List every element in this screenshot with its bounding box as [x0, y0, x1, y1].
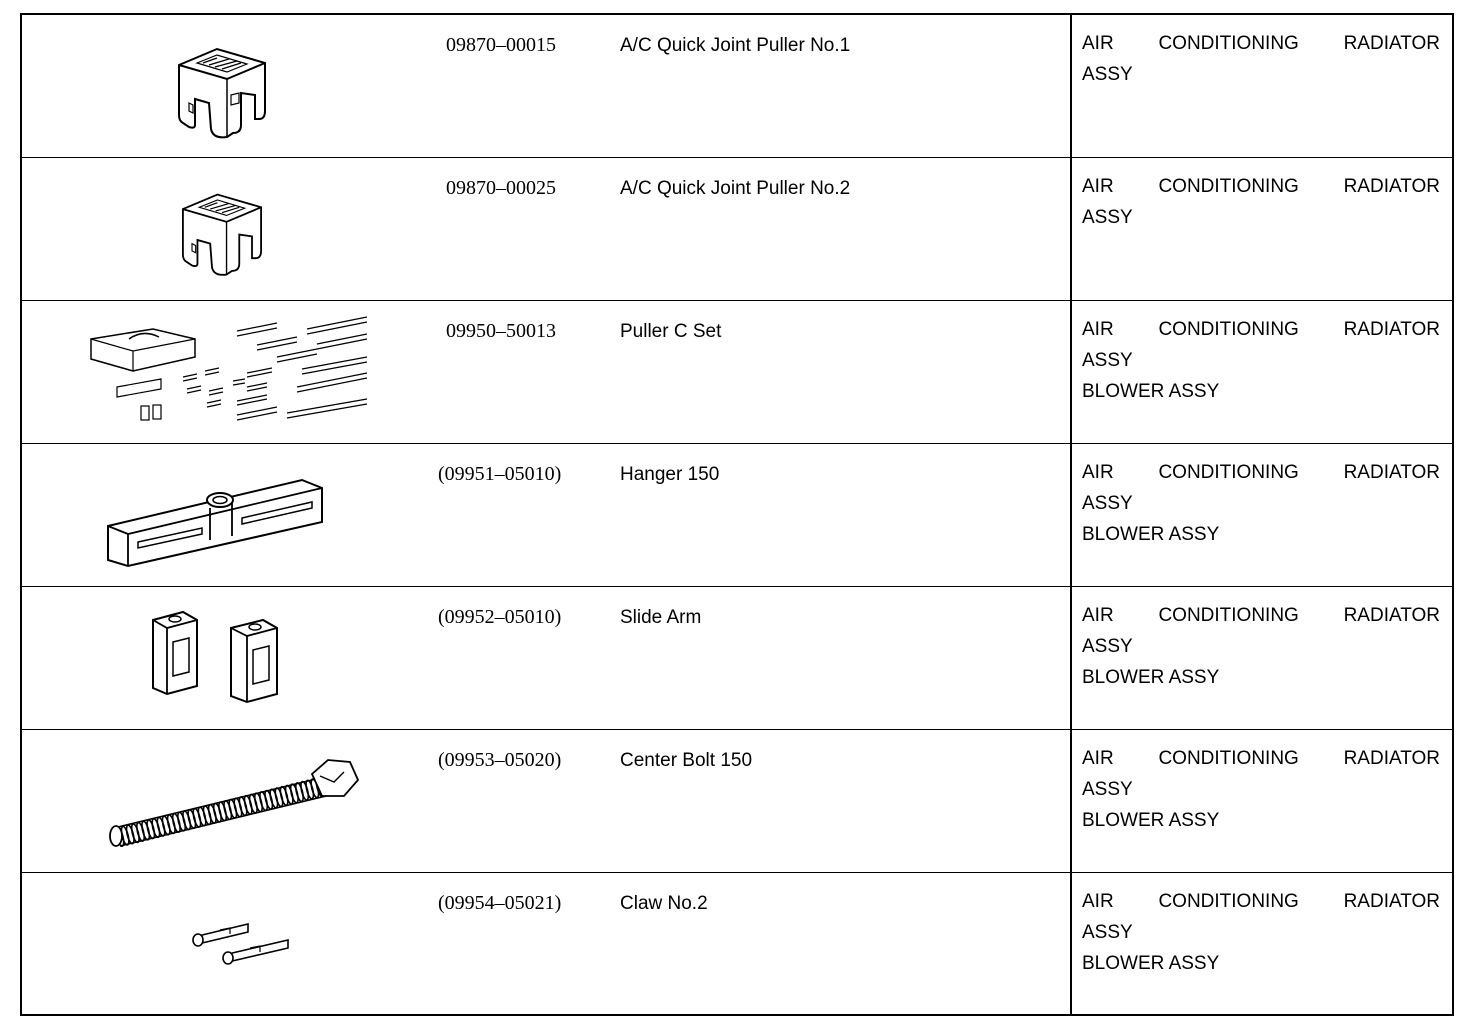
illustration-cell — [21, 585, 432, 730]
usage-word: RADIATOR — [1343, 33, 1440, 54]
puller-set-illustration — [90, 315, 368, 421]
claw-illustration — [192, 922, 289, 965]
tool-name: Claw No.2 — [620, 892, 708, 914]
table-row: 09950–50013 Puller C Set AIR CONDITIONING… — [21, 299, 1454, 444]
tool-name: Center Bolt 150 — [620, 749, 753, 771]
usage-word: ASSY — [1082, 349, 1133, 371]
tool-name-cell: Slide Arm — [620, 585, 1072, 730]
tool-name-cell: A/C Quick Joint Puller No.1 — [620, 13, 1072, 158]
tool-name-cell: Puller C Set — [620, 299, 1072, 444]
table-row: 09870–00015 A/C Quick Joint Puller No.1 … — [21, 13, 1454, 158]
illustration-cell — [21, 13, 432, 158]
usage-word: ASSY — [1082, 778, 1133, 800]
part-number-cell: (09951–05010) — [432, 442, 620, 587]
usage-extra: BLOWER ASSY — [1082, 380, 1220, 402]
usage-word: RADIATOR — [1343, 461, 1440, 483]
usage-word: RADIATOR — [1343, 175, 1440, 197]
part-number: (09951–05010) — [438, 462, 562, 485]
usage-word: RADIATOR — [1343, 747, 1440, 769]
tool-name: A/C Quick Joint Puller No.2 — [620, 177, 851, 199]
part-number: 09950–50013 — [446, 319, 556, 342]
usage-word: AIR — [1082, 461, 1114, 483]
table-row: (09952–05010) Slide Arm AIR CONDITIONING R… — [21, 585, 1454, 730]
usage-cell: AIR CONDITIONING RADIATOR ASSY BLOWER ASSY — [1070, 585, 1454, 730]
usage-word: ASSY — [1082, 64, 1133, 85]
usage-word: CONDITIONING — [1158, 33, 1299, 54]
usage-extra: BLOWER ASSY — [1082, 666, 1220, 688]
tool-name: Hanger 150 — [620, 463, 720, 485]
usage-extra: BLOWER ASSY — [1082, 523, 1220, 545]
tool-name: Slide Arm — [620, 606, 702, 628]
usage-cell: AIR CONDITIONING RADIATOR ASSY — [1070, 156, 1454, 301]
usage-word: AIR — [1082, 604, 1114, 626]
usage-word: AIR — [1082, 747, 1114, 769]
usage-word: AIR — [1082, 175, 1114, 197]
usage-word: ASSY — [1082, 921, 1133, 943]
part-number: 09870–00025 — [446, 176, 556, 199]
usage-word: RADIATOR — [1343, 318, 1440, 340]
usage-word: ASSY — [1082, 635, 1133, 657]
usage-word: RADIATOR — [1343, 890, 1440, 912]
usage-word: ASSY — [1082, 492, 1133, 514]
part-number: (09952–05010) — [438, 605, 562, 628]
illustration-cell — [21, 728, 432, 873]
slide-arm-illustration — [152, 610, 278, 703]
usage-word: CONDITIONING — [1158, 175, 1299, 197]
usage-word: AIR — [1082, 318, 1114, 340]
part-number-cell: 09870–00025 — [432, 156, 620, 301]
part-number-cell: 09950–50013 — [432, 299, 620, 444]
tool-name: Puller C Set — [620, 320, 722, 342]
quick-joint-puller-1-illustration — [178, 47, 266, 139]
usage-word: CONDITIONING — [1158, 604, 1299, 626]
usage-cell: AIR CONDITIONING RADIATOR ASSY BLOWER ASSY — [1070, 728, 1454, 873]
table-row: (09951–05010) Hanger 150 AIR CONDITIONING… — [21, 442, 1454, 587]
quick-joint-puller-2-illustration — [182, 193, 262, 276]
part-number-cell: (09953–05020) — [432, 728, 620, 873]
usage-extra: BLOWER ASSY — [1082, 952, 1220, 974]
usage-word: CONDITIONING — [1158, 461, 1299, 483]
tool-name-cell: Claw No.2 — [620, 871, 1072, 1016]
part-number: 09870–00015 — [446, 34, 556, 56]
part-number-cell: (09954–05021) — [432, 871, 620, 1016]
usage-word: CONDITIONING — [1158, 747, 1299, 769]
tool-name-cell: Hanger 150 — [620, 442, 1072, 587]
usage-extra: BLOWER ASSY — [1082, 809, 1220, 831]
illustration-cell — [21, 871, 432, 1016]
usage-cell: AIR CONDITIONING RADIATOR ASSY — [1070, 13, 1454, 158]
usage-cell: AIR CONDITIONING RADIATOR ASSY BLOWER ASSY — [1070, 299, 1454, 444]
usage-word: ASSY — [1082, 206, 1133, 228]
tool-name-cell: A/C Quick Joint Puller No.2 — [620, 156, 1072, 301]
usage-word: AIR — [1082, 33, 1114, 54]
illustration-cell — [21, 156, 432, 301]
part-number: (09954–05021) — [438, 891, 562, 914]
part-number-cell: 09870–00015 — [432, 13, 620, 158]
usage-word: RADIATOR — [1343, 604, 1440, 626]
usage-cell: AIR CONDITIONING RADIATOR ASSY BLOWER ASSY — [1070, 871, 1454, 1016]
special-tool-table: 09870–00015 A/C Quick Joint Puller No.1 … — [20, 13, 1454, 1016]
part-number-cell: (09952–05010) — [432, 585, 620, 730]
usage-word: CONDITIONING — [1158, 318, 1299, 340]
usage-word: CONDITIONING — [1158, 890, 1299, 912]
table-row: (09954–05021) Claw No.2 AIR CONDITIONING R… — [21, 871, 1454, 1016]
part-number: (09953–05020) — [438, 748, 562, 771]
usage-cell: AIR CONDITIONING RADIATOR ASSY BLOWER ASSY — [1070, 442, 1454, 587]
center-bolt-illustration — [109, 758, 360, 847]
usage-word: AIR — [1082, 890, 1114, 912]
tool-name-cell: Center Bolt 150 — [620, 728, 1072, 873]
tool-name: A/C Quick Joint Puller No.1 — [620, 35, 851, 56]
table-row: (09953–05020) Center Bolt 150 AIR CONDITI… — [21, 728, 1454, 873]
illustration-cell — [21, 442, 432, 587]
hanger-illustration — [107, 478, 323, 567]
table-row: 09870–00025 A/C Quick Joint Puller No.2 … — [21, 156, 1454, 301]
illustration-cell — [21, 299, 432, 444]
